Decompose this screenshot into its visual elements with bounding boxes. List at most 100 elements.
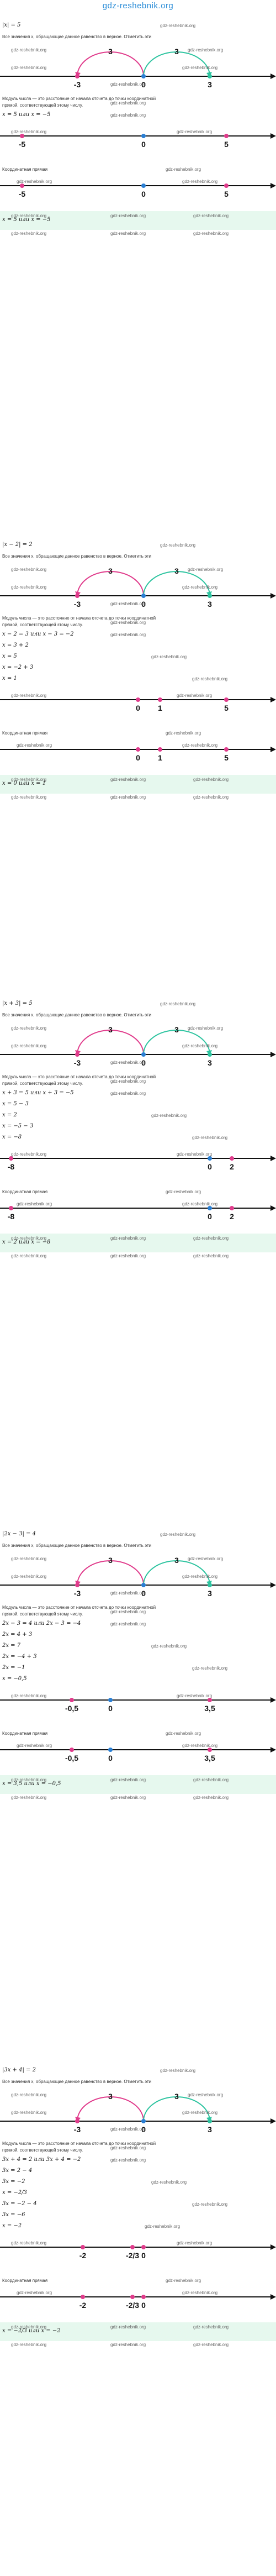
watermark-text: gdz-reshebnik.org (110, 82, 146, 87)
watermark-text: gdz-reshebnik.org (110, 2158, 146, 2163)
answer-line: x = −2/3 или x = −2 (2, 2328, 61, 2334)
watermark-text: gdz-reshebnik.org (193, 1777, 229, 1782)
tick-label: -0,5 (65, 1704, 78, 1713)
right-arc (143, 571, 210, 596)
watermark-text: gdz-reshebnik.org (160, 1532, 196, 1537)
watermark-text: gdz-reshebnik.org (182, 179, 218, 184)
point-marker (136, 747, 140, 752)
axis-arrow (270, 1205, 276, 1211)
left-arc (77, 1560, 144, 1586)
solution-step: x = 2 (2, 1112, 17, 1118)
axis-arrow (270, 1697, 276, 1703)
solution-step: 3x = −2 − 4 (2, 2201, 37, 2207)
watermark-text: gdz-reshebnik.org (145, 2224, 181, 2229)
equation-heading: |x| = 5 (2, 22, 21, 28)
tick-label: -2/3 (126, 2301, 139, 2310)
solution-step: 2x = −1 (2, 1665, 25, 1671)
watermark-text: gdz-reshebnik.org (17, 179, 52, 184)
point-marker (208, 594, 212, 598)
equation-heading: |x − 2| = 2 (2, 542, 33, 548)
site-logo[interactable]: gdz-reshebnik.org (102, 1, 174, 11)
point-marker (208, 1583, 212, 1587)
coordinate-line-caption: Координатная прямая (2, 731, 48, 736)
watermark-text: gdz-reshebnik.org (11, 231, 47, 236)
tick-label: -3 (74, 1058, 81, 1067)
tick-label: 3 (208, 2125, 212, 2134)
point-marker (141, 183, 146, 188)
right-arc (143, 51, 210, 77)
tick-label: 0 (108, 1704, 113, 1713)
tick-label: 0 (141, 1589, 146, 1598)
watermark-text: gdz-reshebnik.org (151, 2180, 187, 2185)
tick-label: 3 (208, 1589, 212, 1598)
solution-step: x = 5 или x = −5 (2, 112, 51, 118)
watermark-text: gdz-reshebnik.org (192, 1135, 228, 1140)
tick-label: 5 (224, 190, 229, 198)
tick-label: 0 (136, 753, 140, 762)
point-marker (141, 134, 146, 138)
point-marker (141, 594, 146, 598)
arc-distance-label-right: 3 (174, 2092, 179, 2101)
solution-step: 3x = 2 − 4 (2, 2168, 33, 2174)
answer-band: x = 5 или x = −5 (0, 211, 276, 230)
watermark-text: gdz-reshebnik.org (17, 743, 52, 748)
point-marker (208, 2119, 212, 2123)
watermark-text: gdz-reshebnik.org (160, 2068, 196, 2073)
tick-label: 0 (141, 600, 146, 608)
point-marker (141, 1583, 146, 1587)
right-arc (143, 2096, 210, 2122)
point-marker (20, 134, 24, 138)
arc-distance-label-left: 3 (108, 47, 113, 56)
point-marker (141, 2245, 146, 2249)
watermark-text: gdz-reshebnik.org (110, 601, 146, 606)
solution-step: 3x + 4 = 2 или 3x + 4 = −2 (2, 2157, 81, 2163)
answer-band: x = 0 или x = 1 (0, 775, 276, 794)
watermark-text: gdz-reshebnik.org (151, 1113, 187, 1118)
arc-distance-label-left: 3 (108, 566, 113, 575)
solution-step: x = −2 (2, 2223, 22, 2229)
axis-arrow (270, 1052, 276, 1057)
watermark-text: gdz-reshebnik.org (17, 1202, 52, 1206)
watermark-text: gdz-reshebnik.org (182, 2290, 218, 2295)
point-marker (158, 697, 162, 702)
answer-band: x = 2 или x = −8 (0, 1234, 276, 1252)
watermark-text: gdz-reshebnik.org (192, 676, 228, 681)
tick-label: -8 (8, 1212, 15, 1221)
watermark-text: gdz-reshebnik.org (193, 2342, 229, 2347)
solution-step: 2x − 3 = 4 или 2x − 3 = −4 (2, 1620, 81, 1627)
watermark-text: gdz-reshebnik.org (182, 743, 218, 748)
right-arc (143, 1560, 210, 1586)
watermark-text: gdz-reshebnik.org (166, 1731, 201, 1736)
watermark-text: gdz-reshebnik.org (110, 1622, 146, 1627)
watermark-text: gdz-reshebnik.org (193, 1795, 229, 1800)
watermark-text: gdz-reshebnik.org (110, 1795, 146, 1800)
point-marker (141, 1052, 146, 1057)
tick-label: -3 (74, 80, 81, 89)
solution-step: x = 5 (2, 653, 17, 659)
definition-text: прямой, соответствующей этому числу. (2, 622, 83, 627)
coordinate-line-caption: Координатная прямая (2, 1189, 48, 1194)
watermark-text: gdz-reshebnik.org (182, 1202, 218, 1206)
watermark-text: gdz-reshebnik.org (110, 795, 146, 800)
watermark-text: gdz-reshebnik.org (11, 213, 47, 218)
site-header: gdz-reshebnik.org (0, 0, 276, 11)
point-marker (130, 2245, 135, 2249)
watermark-text: gdz-reshebnik.org (192, 1666, 228, 1671)
answer-band: x = 3,5 или x = −0,5 (0, 1775, 276, 1794)
tick-label: -3 (74, 2125, 81, 2134)
watermark-text: gdz-reshebnik.org (193, 1236, 229, 1241)
watermark-text: gdz-reshebnik.org (166, 167, 201, 172)
watermark-text: gdz-reshebnik.org (182, 1043, 218, 1048)
watermark-text: gdz-reshebnik.org (110, 113, 146, 118)
